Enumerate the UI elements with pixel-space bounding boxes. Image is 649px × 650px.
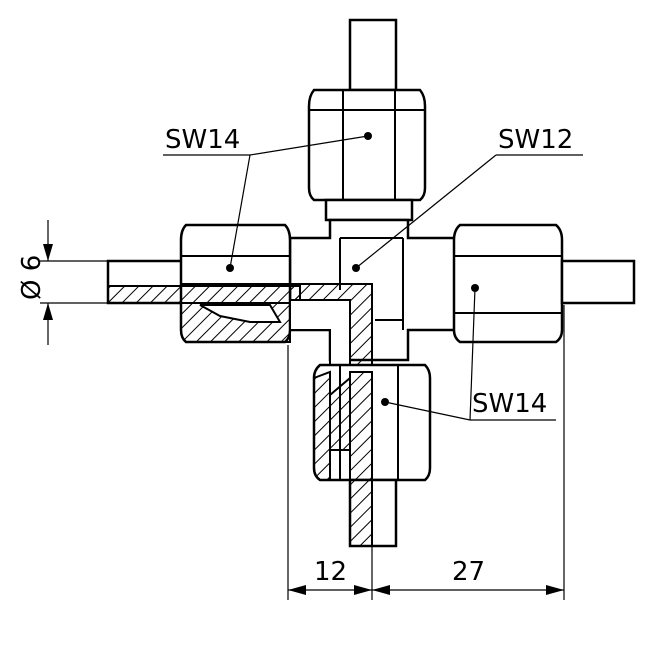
dim27-arrow-right xyxy=(546,585,564,595)
leader-sw14-top-b xyxy=(229,154,251,269)
right-tube xyxy=(560,259,636,305)
leader-sw12 xyxy=(355,154,497,269)
dim12-arrow-right xyxy=(354,585,372,595)
top-nut xyxy=(307,88,427,202)
bottom-tube-section xyxy=(349,371,373,547)
label-sw12: SW12 xyxy=(498,125,573,155)
bottom-nut-section xyxy=(313,370,331,481)
label-diameter: Ø 6 xyxy=(17,255,47,300)
dim12-arrow-left xyxy=(288,585,306,595)
dia-arrow-top xyxy=(43,244,53,261)
leader-sw14-bottom-a xyxy=(469,287,476,421)
leader-sw14-bottom-b xyxy=(384,401,471,421)
left-tube-section xyxy=(107,285,301,304)
top-tube xyxy=(348,18,398,92)
right-nut xyxy=(452,223,564,344)
label-sw14-top: SW14 xyxy=(165,125,240,155)
label-dim-12: 12 xyxy=(314,557,347,587)
dim27-arrow-left xyxy=(372,585,390,595)
leader-sw14-top-a xyxy=(249,135,369,156)
label-sw14-bottom: SW14 xyxy=(472,389,547,419)
left-ferrule xyxy=(199,304,282,323)
dia-arrow-bottom xyxy=(43,303,53,320)
label-dim-27: 27 xyxy=(452,557,485,587)
elbow-inner xyxy=(289,299,351,373)
top-neck xyxy=(324,198,414,222)
